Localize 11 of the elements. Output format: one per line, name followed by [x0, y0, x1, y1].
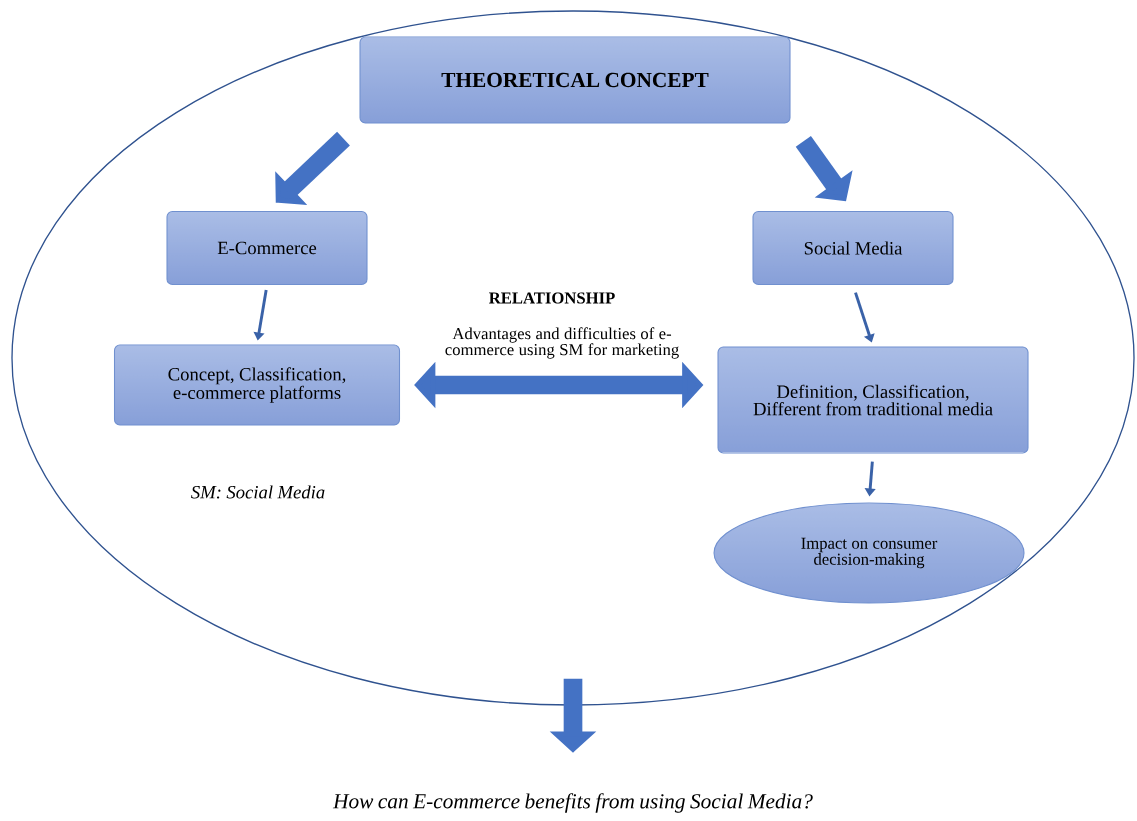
block-arrow — [275, 131, 350, 205]
process-box: Social Media — [752, 210, 954, 286]
process-box: Definition, Classification, Different from traditional media — [717, 346, 1029, 454]
relationship-note: Advantages and difficulties of e-commerce using SM for marketing — [445, 327, 679, 359]
edge-label: RELATIONSHIP — [489, 292, 615, 304]
process-box: E-Commerce — [166, 210, 368, 286]
process-box: Concept, Classification, e-commerce platforms — [113, 344, 401, 426]
title-box: THEORETICAL CONCEPT — [359, 36, 791, 124]
abbreviation-note: SM: Social Media — [191, 485, 325, 499]
ellipse-frame — [11, 10, 1135, 706]
question-text: How can E-commerce benefits from using Social Media? — [332, 793, 813, 813]
